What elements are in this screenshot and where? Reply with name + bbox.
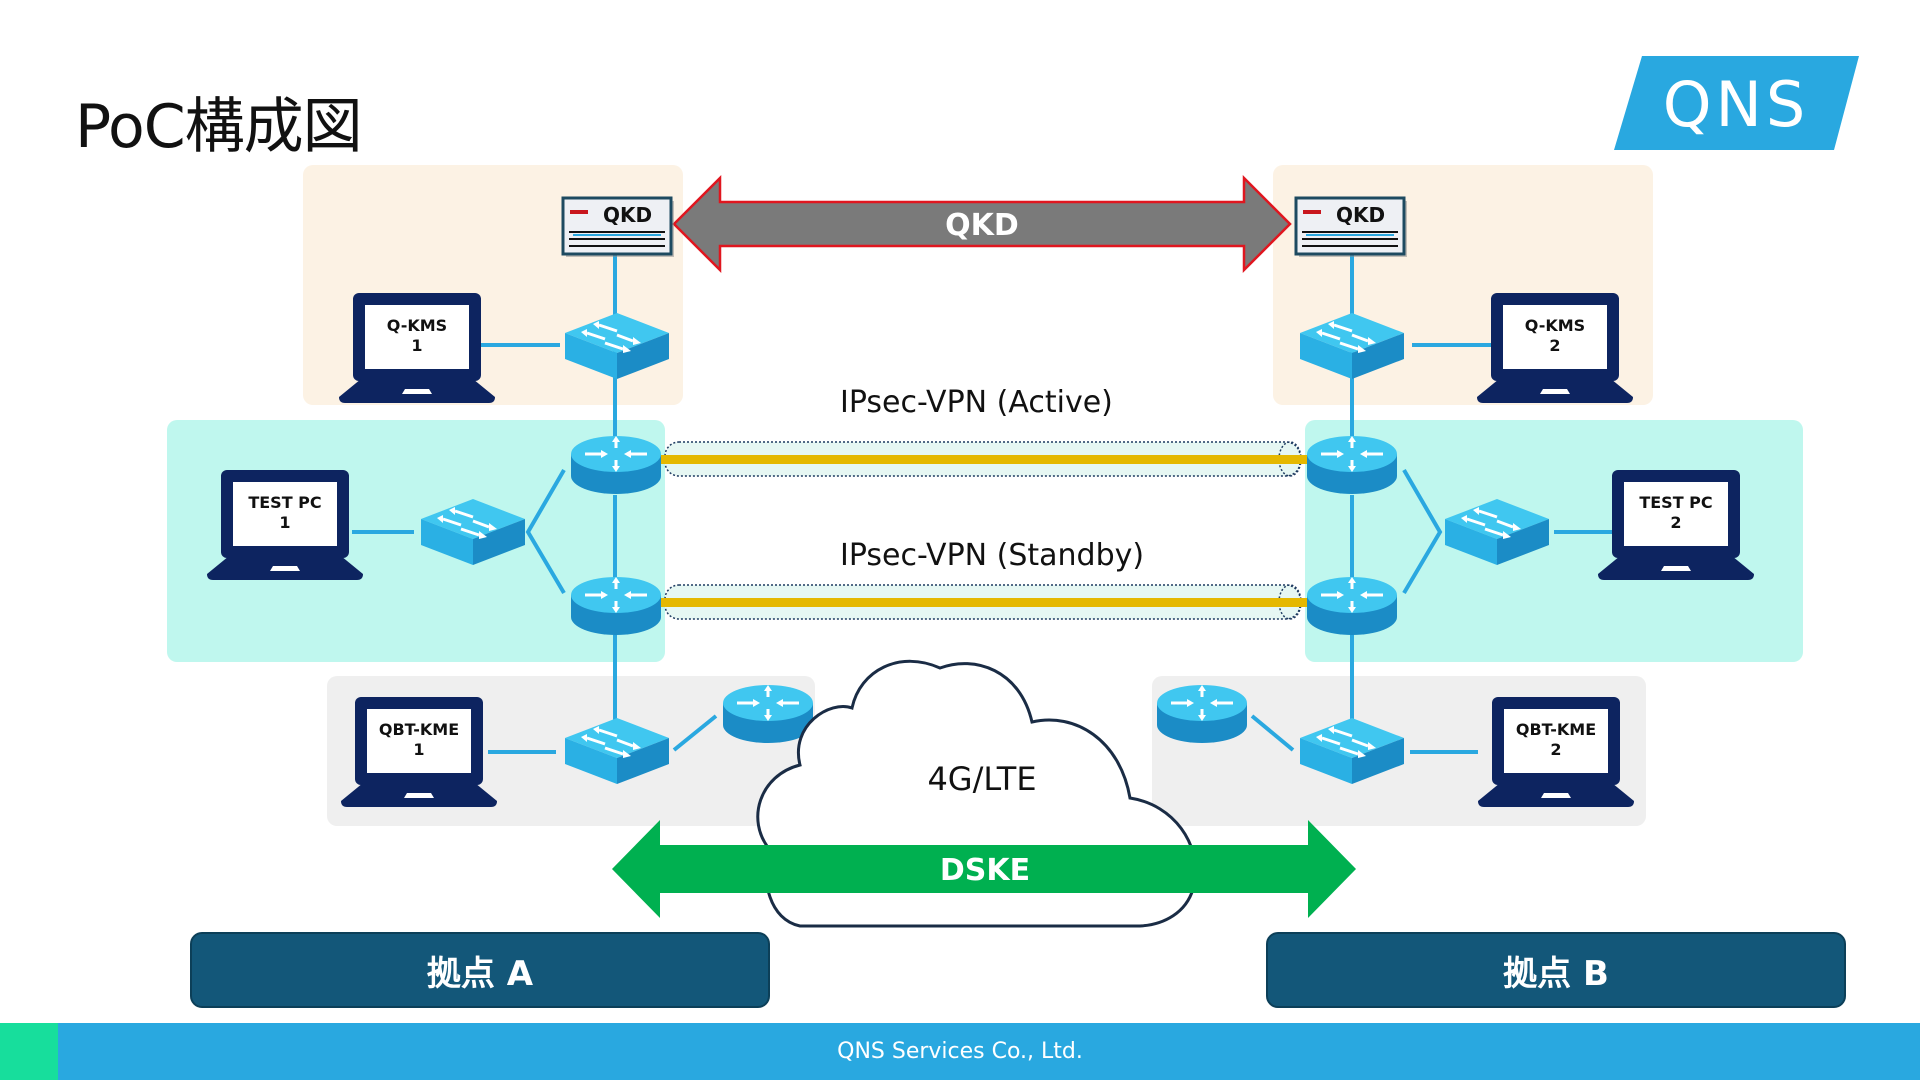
qkd-device-b: QKD — [1294, 196, 1409, 259]
network-switch-icon — [419, 497, 527, 567]
laptop-qbt-kme-1: QBT-KME 1 — [341, 697, 497, 807]
laptop-label-line1: QBT-KME — [379, 720, 459, 739]
router-icon — [1305, 575, 1399, 637]
laptop-label-line2: 2 — [1549, 336, 1560, 355]
laptop-q-kms-2: Q-KMS 2 — [1477, 293, 1633, 403]
laptop-label-line2: 1 — [413, 740, 424, 759]
footer-bar: QNS Services Co., Ltd. — [0, 1023, 1920, 1080]
laptop-label-line1: TEST PC — [1639, 493, 1712, 512]
router-icon — [569, 434, 663, 496]
laptop-test-pc-2: TEST PC 2 — [1598, 470, 1754, 580]
laptop-label-line2: 1 — [279, 513, 290, 532]
network-switch-icon — [563, 311, 671, 381]
qkd-arrow-label: QKD — [945, 208, 1019, 243]
vpn-active-line — [658, 455, 1308, 464]
dske-arrow-label: DSKE — [940, 853, 1030, 888]
site-a-label: 拠点 A — [190, 932, 770, 1008]
vpn-active-label: IPsec-VPN (Active) — [840, 385, 1113, 420]
laptop-label-line2: 1 — [411, 336, 422, 355]
vpn-tunnel-active — [658, 441, 1308, 477]
site-b-label: 拠点 B — [1266, 932, 1846, 1008]
laptop-test-pc-1: TEST PC 1 — [207, 470, 363, 580]
qkd-link-arrow: QKD — [672, 174, 1292, 274]
vpn-tunnel-standby — [658, 584, 1308, 620]
laptop-qbt-kme-2: QBT-KME 2 — [1478, 697, 1634, 807]
router-icon — [1155, 683, 1249, 745]
router-icon — [1305, 434, 1399, 496]
logo-background — [1614, 56, 1859, 150]
router-icon — [721, 683, 815, 745]
dske-link-arrow: DSKE — [612, 820, 1356, 918]
logo-text: QNS — [1663, 68, 1810, 141]
footer-accent — [0, 1023, 58, 1080]
vpn-standby-line — [658, 598, 1308, 607]
network-switch-icon — [1298, 311, 1406, 381]
laptop-label-line2: 2 — [1550, 740, 1561, 759]
laptop-label-line1: Q-KMS — [1525, 316, 1585, 335]
network-switch-icon — [1298, 716, 1406, 786]
footer-company-name: QNS Services Co., Ltd. — [837, 1039, 1083, 1064]
qkd-device-b-label: QKD — [1336, 203, 1385, 227]
router-icon — [569, 575, 663, 637]
qns-logo: QNS — [1614, 56, 1859, 150]
network-switch-icon — [1443, 497, 1551, 567]
qkd-device-a-label: QKD — [603, 203, 652, 227]
qkd-device-a: QKD — [561, 196, 676, 259]
laptop-label-line2: 2 — [1670, 513, 1681, 532]
laptop-q-kms-1: Q-KMS 1 — [339, 293, 495, 403]
laptop-label-line1: TEST PC — [248, 493, 321, 512]
page-title: PoC構成図 — [75, 92, 363, 162]
laptop-label-line1: QBT-KME — [1516, 720, 1596, 739]
vpn-standby-label: IPsec-VPN (Standby) — [840, 538, 1144, 573]
cloud-label: 4G/LTE — [927, 760, 1036, 798]
laptop-label-line1: Q-KMS — [387, 316, 447, 335]
network-switch-icon — [563, 716, 671, 786]
